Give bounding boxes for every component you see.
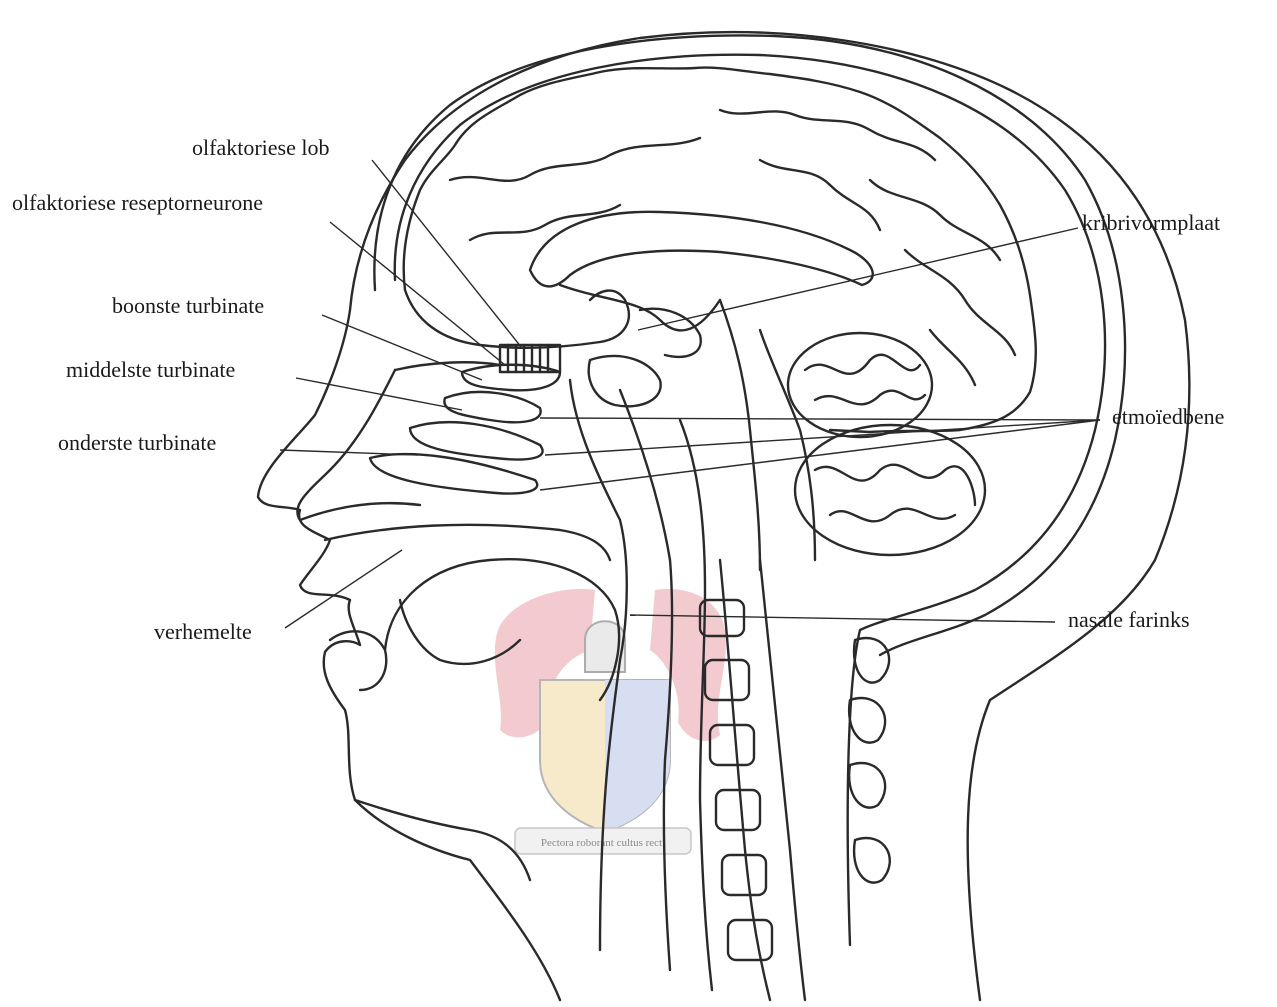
leader-ethmoid-3 <box>540 420 1100 490</box>
leader-superior-turbinate <box>322 315 482 380</box>
spinous-process-1 <box>854 638 889 683</box>
cerebrum-gyrus-7 <box>760 160 880 230</box>
skull-inner-outline <box>395 55 1105 945</box>
label-olfactory-lobe: olfaktoriese lob <box>192 137 329 159</box>
leader-lines <box>280 160 1100 628</box>
label-middle-turbinate: middelste turbinate <box>66 359 235 381</box>
inferior-turbinate <box>410 422 543 459</box>
leader-inferior-turbinate <box>280 450 418 455</box>
cerebrum-gyrus-5 <box>930 330 975 385</box>
label-palate: verhemelte <box>154 621 252 643</box>
label-cribriform-plate: kribrivormplaat <box>1082 212 1220 234</box>
label-superior-turbinate: boonste turbinate <box>112 295 264 317</box>
cerebrum-gyrus-4 <box>905 250 1015 355</box>
chin-and-neck <box>355 800 530 880</box>
vertebra-c6 <box>728 920 772 960</box>
sella-region <box>640 309 701 357</box>
cerebellum-upper <box>788 333 932 437</box>
cerebrum-gyrus-6 <box>470 205 620 240</box>
fornix <box>560 285 720 330</box>
hard-palate <box>325 525 610 560</box>
brainstem <box>720 300 815 570</box>
middle-turbinate <box>444 392 540 422</box>
label-ethmoid-bones: etmoïedbene <box>1112 406 1224 428</box>
label-nasal-pharynx: nasale farinks <box>1068 609 1190 631</box>
cerebrum-outline <box>404 68 1036 432</box>
spinous-process-2 <box>849 698 885 743</box>
label-olfactory-receptor-neurons: olfaktoriese reseptorneurone <box>12 192 263 214</box>
cerebrum-gyrus-3 <box>870 180 1000 260</box>
spinous-process-4 <box>854 838 890 883</box>
spinous-process-3 <box>849 763 885 808</box>
corpus-callosum <box>530 212 873 287</box>
head-outline <box>258 32 1189 1000</box>
nasal-cavity-floor <box>300 503 420 520</box>
vertebra-c5 <box>722 855 766 895</box>
label-inferior-turbinate: onderste turbinate <box>58 432 216 454</box>
cerebellum-lower-folia <box>815 465 975 522</box>
cerebellum-lower <box>795 425 985 555</box>
nasal-bone <box>297 370 395 520</box>
frontal-lobe-base <box>405 290 629 348</box>
crest-watermark <box>495 589 726 854</box>
cerebrum-gyrus-1 <box>450 138 700 181</box>
cerebrum-gyrus-2 <box>720 110 935 160</box>
leader-ethmoid-2 <box>545 420 1100 455</box>
spinal-column-back <box>760 560 805 1000</box>
leader-ethmoid-1 <box>540 418 1100 420</box>
cerebellum-upper-folia <box>805 355 925 405</box>
leader-cribriform-plate <box>638 228 1078 330</box>
vertebra-c4 <box>716 790 760 830</box>
